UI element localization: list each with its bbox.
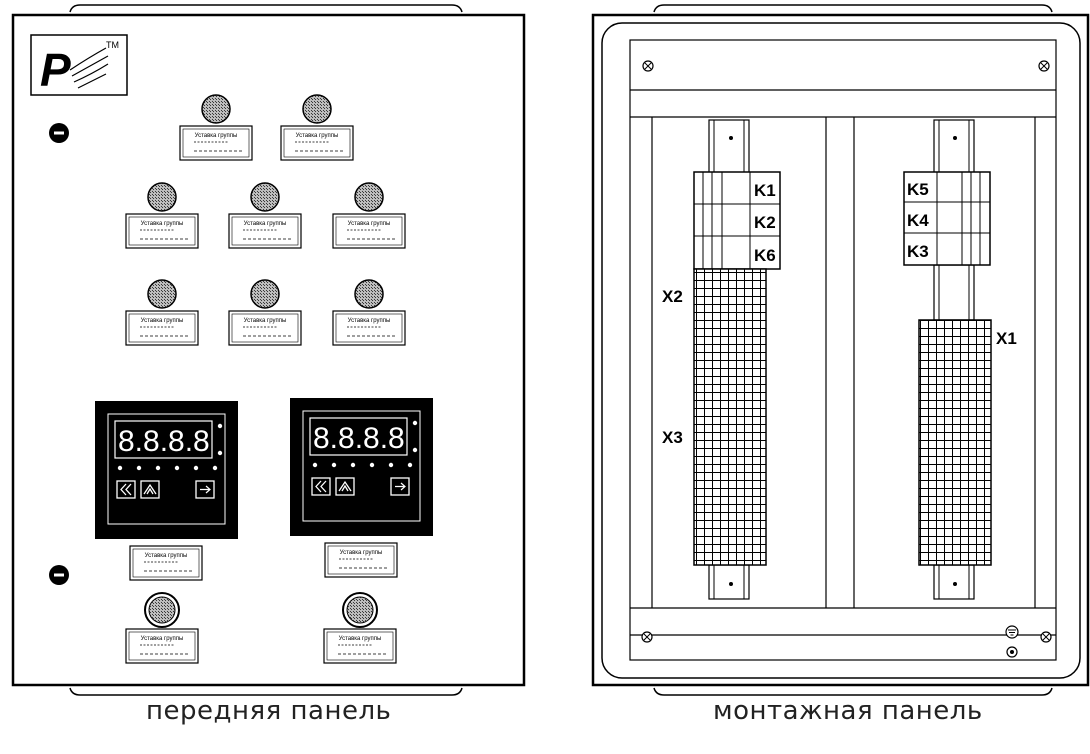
chevron-up-icon[interactable]	[335, 477, 355, 496]
label-plate-text: Уставка группы	[340, 550, 383, 556]
label-plate-text: Уставка группы	[348, 221, 391, 227]
label-plate: Уставка группы	[129, 545, 203, 581]
label-plate-text: Уставка группы	[296, 133, 339, 139]
label-plate-text: Уставка группы	[141, 221, 184, 227]
label-plate: Уставка группы	[179, 125, 253, 161]
terminal-x2-label: X2	[662, 287, 683, 306]
logo: P TM	[30, 34, 128, 96]
bottom-hinge	[69, 687, 463, 696]
label-plate: Уставка группы	[332, 213, 406, 249]
logo-letter: P	[40, 44, 71, 96]
cabinet-inner	[601, 22, 1081, 679]
relay-block-left: K1 K2 K6	[693, 171, 781, 270]
terminal-x1-label: X1	[996, 329, 1017, 348]
front-panel-caption: передняя панель	[146, 696, 392, 726]
label-plate: Уставка группы	[323, 628, 397, 664]
label-plate: Уставка группы	[280, 125, 354, 161]
din-rail-right	[933, 119, 975, 600]
indicator-lamp	[354, 182, 384, 212]
door-lock-top	[49, 123, 69, 143]
label-plate-text: Уставка группы	[195, 133, 238, 139]
chevrons-left-icon[interactable]	[116, 480, 136, 499]
chevron-up-icon[interactable]	[140, 480, 160, 499]
label-plate-text: Уставка группы	[244, 221, 287, 227]
chevrons-left-icon[interactable]	[311, 477, 331, 496]
label-plate: Уставка группы	[125, 213, 199, 249]
relay-k4-label: K4	[907, 211, 929, 230]
top-hinge	[69, 4, 463, 13]
relay-k1-label: K1	[754, 181, 776, 200]
indicator-lamp	[250, 279, 280, 309]
label-plate: Уставка группы	[125, 310, 199, 346]
enter-icon[interactable]	[195, 480, 215, 499]
terminal-x3-label: X3	[662, 428, 683, 447]
relay-k6-label: K6	[754, 246, 776, 265]
screw-icon	[642, 60, 654, 72]
label-plate-text: Уставка группы	[141, 318, 184, 324]
terminal-block-x1	[918, 319, 992, 566]
controller: 8.8.8.8	[95, 401, 238, 539]
indicator-lamp	[302, 94, 332, 124]
label-plate-text: Уставка группы	[244, 318, 287, 324]
mounting-panel-caption: монтажная панель	[713, 696, 983, 726]
label-plate-text: Уставка группы	[339, 636, 382, 642]
push-button[interactable]	[342, 592, 378, 628]
ground-icon	[1005, 625, 1019, 658]
relay-block-right: K5 K4 K3	[903, 171, 991, 266]
push-button[interactable]	[144, 592, 180, 628]
screw-icon	[641, 631, 653, 643]
relay-k2-label: K2	[754, 213, 776, 232]
mounting-panel: K1 K2 K6 K5 K4 K3 X2 X3 X1	[591, 4, 1090, 696]
door-lock-bottom	[49, 565, 69, 585]
display-digits: 8.8.8.8	[313, 422, 405, 455]
mount-bottom-hinge	[653, 687, 1053, 696]
label-plate: Уставка группы	[228, 310, 302, 346]
indicator-lamp	[147, 279, 177, 309]
mount-top-hinge	[653, 4, 1053, 13]
indicator-lamp	[201, 94, 231, 124]
enter-icon[interactable]	[390, 477, 410, 496]
controller: 8.8.8.8	[290, 398, 433, 536]
relay-k3-label: K3	[907, 242, 929, 261]
din-rail-left	[708, 119, 750, 600]
label-plate: Уставка группы	[324, 542, 398, 578]
label-plate-text: Уставка группы	[145, 553, 188, 559]
terminal-block-x2-x3	[693, 268, 767, 566]
label-plate-text: Уставка группы	[141, 636, 184, 642]
mounting-plate	[629, 39, 1057, 661]
screw-icon	[1040, 631, 1052, 643]
front-door	[11, 13, 526, 687]
label-plate-text: Уставка группы	[348, 318, 391, 324]
label-plate: Уставка группы	[228, 213, 302, 249]
indicator-lamp	[354, 279, 384, 309]
relay-k5-label: K5	[907, 180, 929, 199]
indicator-lamp	[147, 182, 177, 212]
label-plate: Уставка группы	[332, 310, 406, 346]
indicator-lamp	[250, 182, 280, 212]
label-plate: Уставка группы	[125, 628, 199, 664]
display-digits: 8.8.8.8	[118, 425, 210, 458]
logo-trademark: TM	[106, 40, 119, 50]
screw-icon	[1038, 60, 1050, 72]
